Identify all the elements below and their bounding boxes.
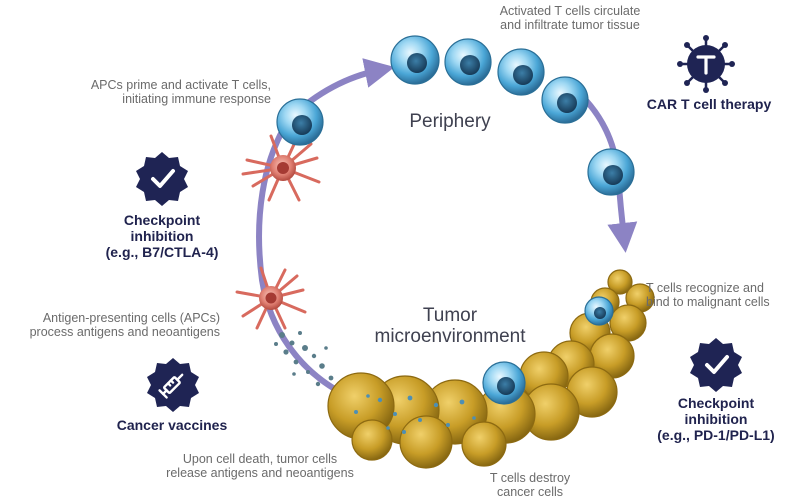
t-cell-recognize-annotation: T cells recognize and bind to malignant … [646,281,770,309]
t-cell [541,76,589,124]
checkpoint-pd1-label: Checkpoint inhibition (e.g., PD-1/PD-L1) [657,395,775,443]
checkmark-badge-icon [136,152,188,206]
apc-process-annotation: Antigen-presenting cells (APCs) process … [29,311,220,339]
t-cell [497,48,545,96]
t-cell-destroy-annotation: T cells destroy cancer cells [489,471,571,499]
t-cells [276,35,635,405]
cancer-vaccines-label: Cancer vaccines [116,417,228,433]
tumor-antigen-dots [354,394,476,434]
t-cell [444,38,492,86]
t-cell-badge-icon [677,35,735,93]
t-cell-circulate-annotation: Activated T cells circulate and infiltra… [499,4,641,32]
t-cell [276,98,324,146]
t-cell [482,361,526,405]
checkmark-badge-icon [690,338,742,392]
antigen-dots [274,331,334,387]
periphery-label: Periphery [409,111,491,132]
apc-cell-upper [241,134,321,202]
t-cell [390,35,440,85]
cell-death-annotation: Upon cell death, tumor cells release ant… [166,452,354,480]
car-t-therapy-label: CAR T cell therapy [646,96,772,112]
t-cell [587,148,635,196]
tumor-microenvironment-label: Tumor microenvironment [374,305,526,347]
apc-prime-annotation: APCs prime and activate T cells, initiat… [90,78,271,106]
syringe-badge-icon [147,358,199,412]
t-cell [584,296,614,326]
checkpoint-ctla4-label: Checkpoint inhibition (e.g., B7/CTLA-4) [105,212,219,260]
cycle-arrow-left [256,58,395,395]
apc-cell-lower [235,266,307,330]
